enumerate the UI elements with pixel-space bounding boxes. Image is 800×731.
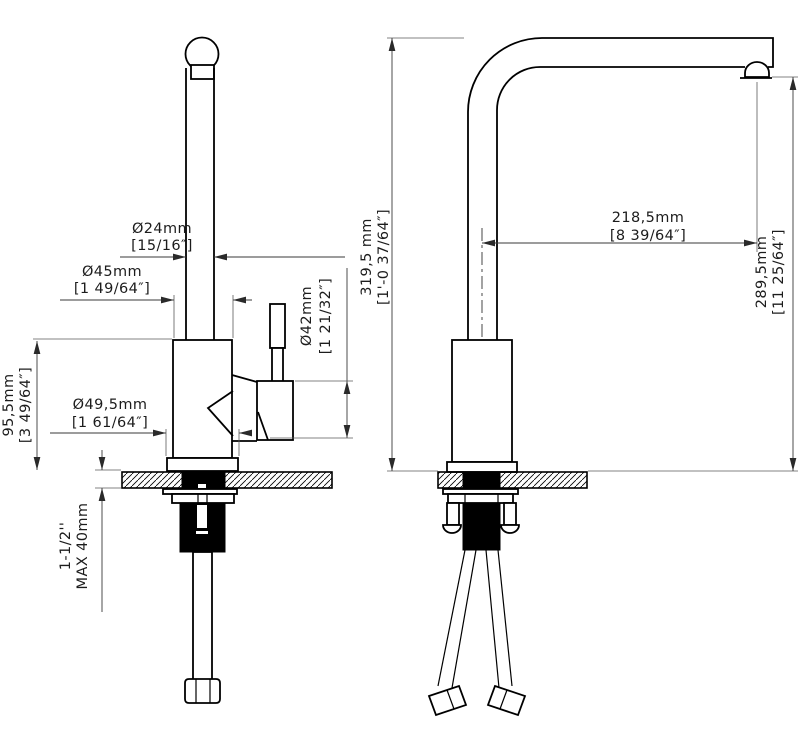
dim-label: [1 21/32″]	[318, 278, 334, 354]
dim-base-diameter: Ø49,5mm [1 61/64″]	[50, 397, 252, 456]
dim-handle-diameter: Ø42mm [1 21/32″]	[270, 268, 353, 439]
side-aerator	[744, 61, 770, 78]
side-spout-outer	[467, 37, 774, 340]
side-base-flange	[446, 461, 518, 473]
side-countertop	[387, 470, 798, 490]
dim-label: 1-1/2''	[58, 522, 74, 571]
side-spout-inner	[496, 66, 745, 340]
hose-fitting-right	[486, 684, 527, 717]
dim-label: 218,5mm	[612, 210, 685, 226]
dim-label: 319,5 mm	[359, 218, 375, 296]
dim-label: MAX 40mm	[75, 503, 91, 590]
dim-label: [1 49/64″]	[74, 281, 150, 297]
front-view: Ø24mm [15/16″] Ø45mm [1 49/64″] Ø49,5mm …	[1, 36, 353, 704]
dim-label: [1'-0 37/64″]	[376, 209, 392, 305]
front-spout-tip	[190, 64, 215, 80]
dim-label: Ø49,5mm	[73, 397, 148, 413]
dim-counter-thickness: 1-1/2'' MAX 40mm	[58, 450, 121, 612]
dim-label: [1 61/64″]	[72, 415, 148, 431]
front-countertop	[121, 471, 333, 490]
front-body	[172, 339, 233, 459]
dim-label: 289,5mm	[754, 236, 770, 309]
dim-body-diameter: Ø45mm [1 49/64″]	[60, 264, 252, 338]
dim-spout-reach: 218,5mm [8 39/64″]	[482, 82, 758, 252]
dim-label: [8 39/64″]	[610, 228, 686, 244]
dim-body-height: 95,5mm [3 49/64″]	[1, 338, 172, 470]
supply-hoses	[427, 549, 527, 717]
side-body	[451, 339, 513, 463]
front-base-flange	[166, 457, 239, 472]
dim-total-height: 319,5 mm [1'-0 37/64″]	[359, 37, 464, 471]
hose-fitting-left	[427, 684, 468, 717]
dim-label: [3 49/64″]	[18, 367, 34, 443]
dim-spout-height: 289,5mm [11 25/64″]	[754, 76, 798, 471]
front-handle	[206, 303, 294, 442]
dim-label: 95,5mm	[1, 374, 17, 437]
side-view: 319,5 mm [1'-0 37/64″] 218,5mm [8 39/64″…	[359, 37, 798, 717]
front-mounting-hardware	[162, 488, 238, 704]
dim-spout-diameter: Ø24mm [15/16″]	[120, 221, 345, 261]
front-threaded-rod	[192, 551, 213, 681]
dim-label: Ø24mm	[132, 221, 192, 237]
dim-label: Ø42mm	[299, 286, 315, 346]
front-hex-nut	[184, 678, 221, 704]
dim-label: [11 25/64″]	[771, 229, 787, 315]
dim-label: [15/16″]	[131, 238, 193, 254]
side-mounting-hardware	[442, 488, 520, 551]
dim-label: Ø45mm	[82, 264, 142, 280]
side-mounting-gasket	[462, 471, 501, 490]
